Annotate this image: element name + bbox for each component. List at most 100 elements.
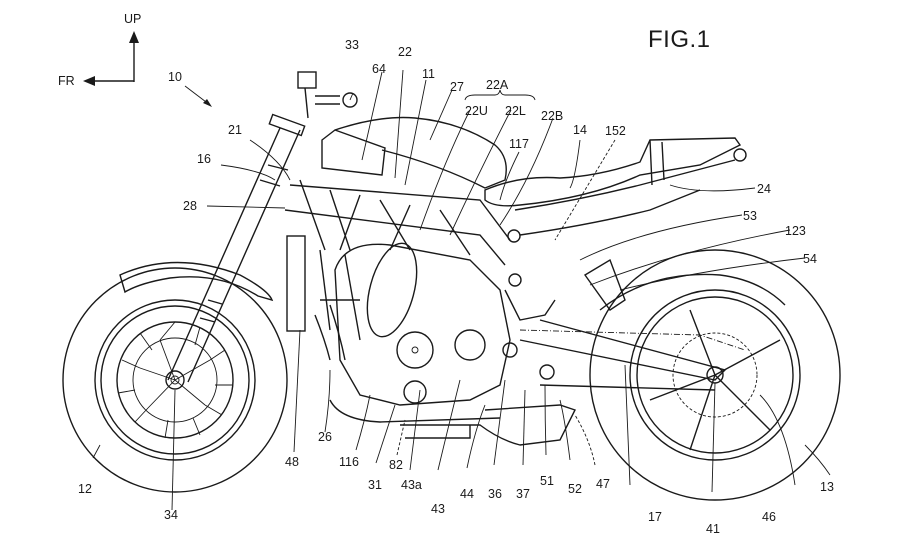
engine-sump bbox=[329, 399, 501, 423]
ref-34: 34 bbox=[164, 508, 178, 522]
sprocket-drive bbox=[454, 329, 486, 361]
ref-14: 14 bbox=[573, 123, 587, 137]
front-label: FR bbox=[58, 74, 75, 88]
ref-13: 13 bbox=[820, 480, 834, 494]
ref-17: 17 bbox=[648, 510, 662, 524]
oil-filter bbox=[403, 380, 427, 404]
front-spokes bbox=[117, 321, 232, 439]
up-label: UP bbox=[124, 12, 142, 26]
ref-16: 16 bbox=[197, 152, 211, 166]
footpeg-bracket bbox=[583, 258, 626, 311]
ref-41: 41 bbox=[706, 522, 720, 536]
handlebar-grip-end bbox=[342, 92, 358, 108]
rear-wheel bbox=[589, 249, 841, 501]
ref-24: 24 bbox=[757, 182, 771, 196]
ref-10: 10 bbox=[168, 70, 182, 84]
front-axle bbox=[165, 370, 185, 390]
linkage-pivot bbox=[539, 364, 555, 380]
rear-spokes bbox=[649, 309, 781, 451]
rear-rim-inner bbox=[636, 296, 794, 454]
ref-27: 27 bbox=[450, 80, 464, 94]
shock-linkage bbox=[504, 289, 556, 321]
front-axle-center bbox=[170, 375, 180, 385]
figure-title: FIG.1 bbox=[648, 26, 711, 53]
leader-lines bbox=[92, 69, 831, 511]
ref-22: 22 bbox=[398, 45, 412, 59]
leader-152 bbox=[554, 139, 616, 241]
front-wheel bbox=[62, 261, 288, 493]
rear-tire-outer bbox=[589, 249, 841, 501]
handlebar-bar bbox=[304, 87, 340, 119]
ref-52: 52 bbox=[568, 482, 582, 496]
ref-22L: 22L bbox=[505, 104, 526, 118]
ref-31: 31 bbox=[368, 478, 382, 492]
ref-123: 123 bbox=[785, 224, 806, 238]
ref-21: 21 bbox=[228, 123, 242, 137]
mirror bbox=[297, 71, 317, 89]
ref-116: 116 bbox=[339, 455, 359, 469]
ref-22U: 22U bbox=[465, 104, 488, 118]
ref-43a: 43a bbox=[401, 478, 422, 492]
engine bbox=[314, 242, 511, 423]
swingarm bbox=[519, 319, 727, 391]
ref-33: 33 bbox=[345, 38, 359, 52]
orientation-indicator bbox=[83, 31, 139, 86]
ref-82: 82 bbox=[389, 458, 403, 472]
ref-11: 11 bbox=[422, 67, 435, 81]
rear-suspension bbox=[502, 229, 626, 380]
ref-22A: 22A bbox=[486, 78, 509, 92]
fork-clamps bbox=[199, 164, 289, 323]
up-arrow-head bbox=[129, 31, 139, 43]
front-brake-disc-inner bbox=[132, 337, 218, 423]
pivot-lower bbox=[508, 273, 522, 287]
ref-152: 152 bbox=[605, 124, 626, 138]
engine-block bbox=[334, 243, 511, 406]
ref-28: 28 bbox=[183, 199, 197, 213]
swingarm-pivot bbox=[502, 342, 518, 358]
radiator bbox=[286, 235, 306, 332]
rear-rim-outer bbox=[629, 289, 801, 461]
rear-grab-bolt bbox=[733, 148, 747, 162]
front-fender bbox=[119, 261, 274, 302]
ref-47: 47 bbox=[596, 477, 610, 491]
fuel-tank bbox=[334, 116, 507, 189]
rear-hugger bbox=[599, 273, 786, 311]
ref-12: 12 bbox=[78, 482, 92, 496]
front-tire-outer bbox=[62, 267, 288, 493]
ref-46: 46 bbox=[762, 510, 776, 524]
ref-117: 117 bbox=[509, 137, 529, 151]
ref-51: 51 bbox=[540, 474, 554, 488]
clutch-center bbox=[411, 346, 419, 354]
ref-37: 37 bbox=[516, 487, 530, 501]
ref-48: 48 bbox=[285, 455, 299, 469]
leader-10-arrowhead bbox=[203, 99, 212, 107]
exhaust-muffler bbox=[400, 404, 576, 446]
pivot-upper bbox=[507, 229, 521, 243]
seat bbox=[484, 137, 742, 207]
main-frame bbox=[284, 179, 511, 341]
leader-82 bbox=[396, 419, 406, 456]
fork-tubes bbox=[167, 127, 301, 383]
handlebar bbox=[297, 71, 358, 119]
rear-sprocket bbox=[672, 332, 758, 418]
clutch-cover bbox=[396, 331, 434, 369]
front-fork bbox=[167, 113, 306, 383]
ref-44: 44 bbox=[460, 487, 474, 501]
exhaust-downpipe bbox=[314, 304, 346, 361]
meter-box bbox=[321, 129, 386, 176]
front-rim-outer bbox=[94, 299, 256, 461]
air-cleaner bbox=[366, 242, 418, 338]
top-clamp bbox=[268, 113, 306, 137]
front-rim-inner bbox=[100, 305, 250, 455]
ref-54: 54 bbox=[803, 252, 817, 266]
ref-22B: 22B bbox=[541, 109, 564, 123]
ref-64: 64 bbox=[372, 62, 386, 76]
ref-43: 43 bbox=[431, 502, 445, 516]
leader-47 bbox=[574, 414, 596, 466]
ref-26: 26 bbox=[318, 430, 332, 444]
ref-36: 36 bbox=[488, 487, 502, 501]
front-arrow-head bbox=[83, 76, 95, 86]
ref-53: 53 bbox=[743, 209, 757, 223]
exhaust-heat-shield bbox=[405, 425, 471, 439]
